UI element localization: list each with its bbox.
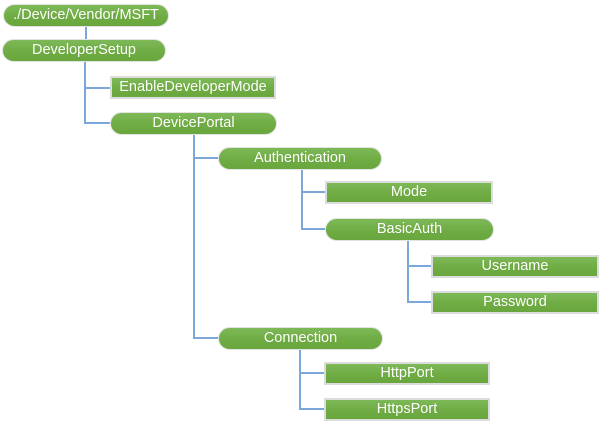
tree-node-httpport: HttpPort — [324, 362, 490, 385]
connector-developersetup-trunk — [84, 62, 86, 124]
connector-branch-connection — [193, 337, 218, 339]
tree-node-device-vendor-msft: ./Device/Vendor/MSFT — [3, 4, 169, 27]
tree-node-password: Password — [431, 291, 599, 314]
connector-root-to-developersetup — [85, 27, 87, 39]
connector-branch-deviceportal — [84, 122, 110, 124]
tree-node-httpsport: HttpsPort — [324, 398, 490, 421]
tree-node-basicauth: BasicAuth — [325, 218, 494, 241]
tree-node-connection: Connection — [218, 327, 383, 350]
connector-authentication-trunk — [301, 170, 303, 230]
tree-node-mode: Mode — [325, 181, 493, 204]
connector-basicauth-trunk — [407, 241, 409, 303]
connector-branch-password — [407, 301, 431, 303]
connector-branch-username — [407, 265, 431, 267]
tree-node-username: Username — [431, 255, 599, 278]
tree-node-developersetup: DeveloperSetup — [2, 39, 166, 62]
connector-branch-basicauth — [301, 228, 325, 230]
tree-node-deviceportal: DevicePortal — [110, 112, 277, 135]
connector-branch-httpport — [299, 372, 324, 374]
tree-node-authentication: Authentication — [218, 147, 382, 170]
connector-branch-httpsport — [299, 408, 324, 410]
tree-node-enabledevelopermode: EnableDeveloperMode — [110, 76, 276, 99]
connector-deviceportal-trunk — [193, 135, 195, 339]
connector-branch-mode — [301, 191, 325, 193]
connector-connection-trunk — [299, 350, 301, 410]
connector-branch-enabledevelopermode — [84, 87, 110, 89]
connector-branch-authentication — [193, 157, 218, 159]
